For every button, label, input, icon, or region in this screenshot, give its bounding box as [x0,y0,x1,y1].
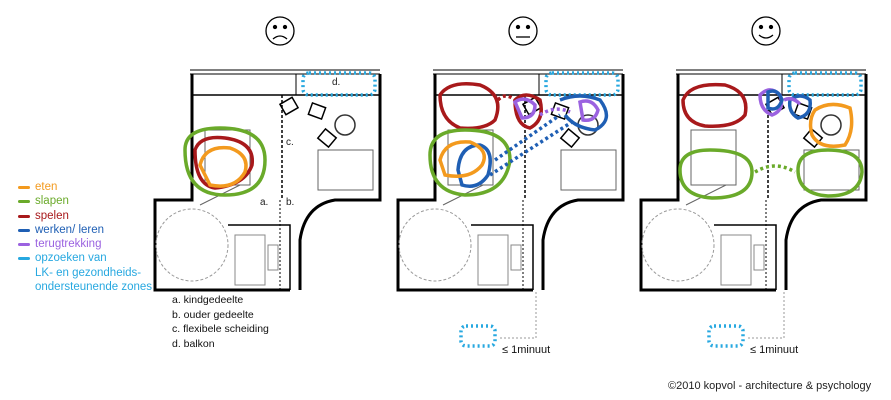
legend-item-werken: werken/ leren [18,223,152,237]
distance-label-3: ≤ 1minuut [750,344,799,356]
legend-item-terugtrekking: terugtrekking [18,237,152,251]
zone-balkon [301,71,377,97]
zones-plan-1 [183,71,377,197]
zone-slapen [183,126,267,197]
legend-item-eten: eten [18,180,152,194]
face-neutral-icon [508,16,538,46]
zone-spelen [193,135,254,190]
legend-label: werken/ leren [35,223,105,236]
legend-label: slapen [35,195,69,208]
plan-label-d: d. [332,77,341,88]
plan-label-a: a. [260,197,269,208]
zones-plan-2 [428,71,620,348]
floor-plan-1 [153,68,382,292]
distance-label-2: ≤ 1minuut [502,344,551,356]
note-c: c. flexibele scheiding [172,323,269,335]
plan-notes: a. kindgedeelte b. ouder gedeelte c. fle… [172,293,269,351]
copyright: ©2010 kopvol - architecture & psychology [668,380,872,392]
legend-item-opzoeken: opzoeken van LK- en gezondheids- onderst… [18,251,152,294]
legend-item-slapen: slapen [18,194,152,208]
plan-label-c: c. [286,137,294,148]
note-b: b. ouder gedeelte [172,308,254,321]
zones-plan-3 [678,71,864,348]
legend-label: terugtrekking [35,238,102,251]
legend-label: eten [35,181,58,193]
legend-item-spelen: spelen [18,209,152,223]
face-sad-icon [265,16,295,46]
zone-eten [198,145,248,188]
legend: eten slapen spelen werken/ leren terugtr… [18,180,152,294]
note-a: a. kindgedeelte [172,294,244,306]
legend-label: spelen [35,209,69,222]
note-d: d. balkon [172,337,215,350]
legend-label: opzoeken van LK- en gezondheids- onderst… [35,252,153,294]
plan-label-b: b. [286,197,295,208]
face-happy-icon [751,16,781,46]
